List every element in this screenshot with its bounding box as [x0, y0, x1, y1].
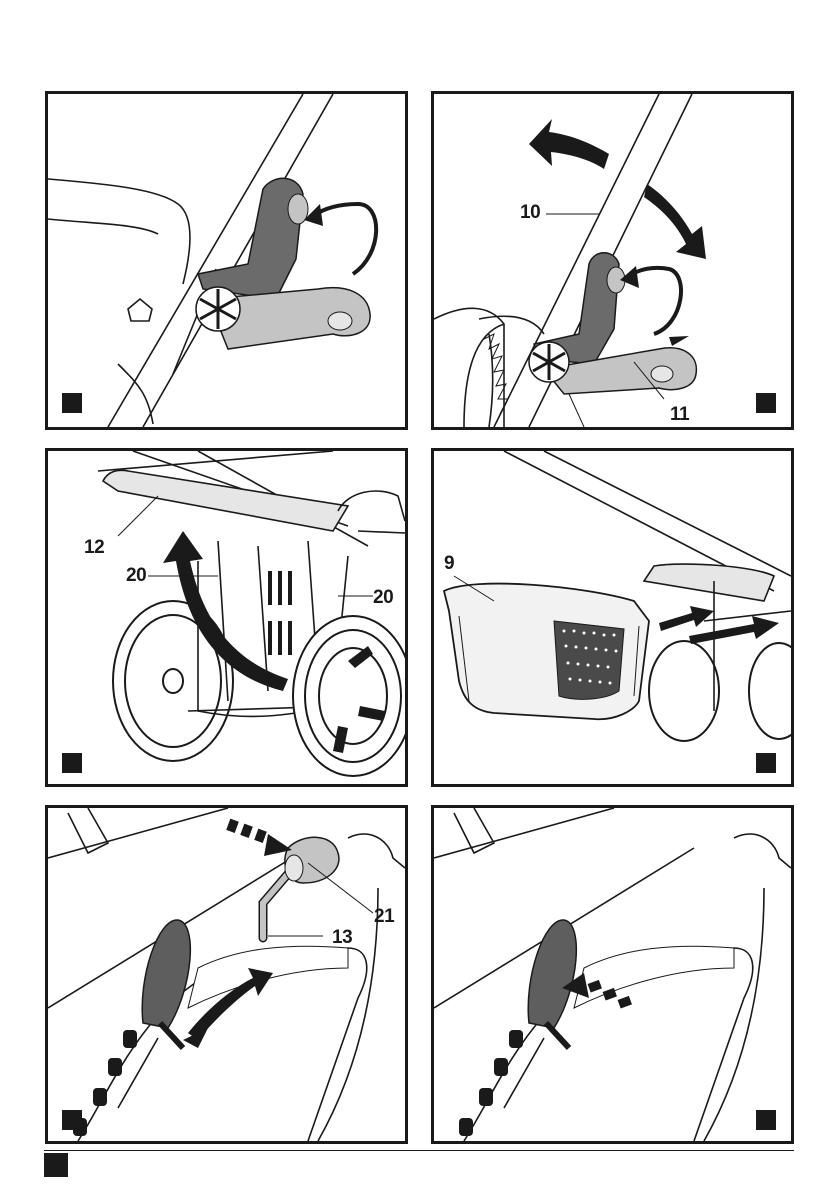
block-arrow-icon [529, 119, 706, 259]
dashed-arrow-icon [226, 819, 292, 856]
callout-label: 12 [84, 537, 104, 559]
figure-panel-f [431, 805, 794, 1144]
figure-marker [62, 393, 82, 413]
figure-panel-b: 10 11 [431, 91, 794, 430]
callout-label: 20 [373, 587, 393, 609]
figure-marker [756, 1110, 776, 1130]
footer-rule [44, 1150, 794, 1151]
callout-label: 13 [332, 927, 352, 949]
figure-panel-d: 9 [431, 448, 794, 787]
callout-label: 11 [670, 404, 689, 426]
curved-arrow-icon [304, 204, 376, 274]
figure-marker [62, 753, 82, 773]
figure-panel-c: 12 20 20 [45, 448, 408, 787]
figure-c-illustration [48, 451, 405, 784]
figure-marker [62, 1110, 82, 1130]
figure-e-illustration [48, 808, 405, 1141]
figure-b-illustration [434, 94, 791, 427]
callout-label: 9 [444, 553, 454, 575]
figure-f-illustration [434, 808, 791, 1141]
figure-d-illustration [434, 451, 791, 784]
page-marker [44, 1153, 68, 1177]
figure-marker [756, 393, 776, 413]
figure-a-illustration [48, 94, 405, 427]
block-arrow-icon [659, 606, 779, 644]
callout-label: 20 [126, 565, 146, 587]
figure-panel-a [45, 91, 408, 430]
callout-label: 10 [520, 202, 540, 224]
callout-label: 21 [374, 906, 394, 928]
curved-arrow-icon [620, 266, 689, 346]
figure-panel-e: 21 13 [45, 805, 408, 1144]
figure-marker [756, 753, 776, 773]
wheel-right [293, 616, 405, 776]
